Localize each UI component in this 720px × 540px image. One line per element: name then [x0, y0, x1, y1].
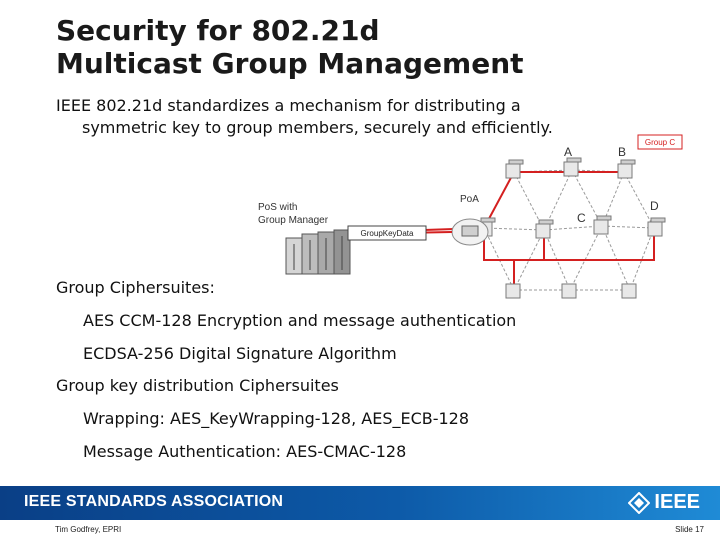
pos-label-line-2: Group Manager: [258, 215, 329, 226]
footer-author: Tim Godfrey, EPRI: [55, 525, 122, 534]
server-icon: [285, 229, 351, 275]
bullet-aes-ccm: AES CCM-128 Encryption and message authe…: [83, 311, 517, 330]
group-c-label: Group C: [645, 138, 675, 147]
intro-paragraph: IEEE 802.21d standardizes a mechanism fo…: [56, 95, 636, 139]
title-line-1: Security for 802.21d: [56, 14, 380, 47]
node-c-label: C: [577, 211, 586, 225]
org-name: IEEE STANDARDS ASSOCIATION: [24, 493, 284, 510]
group-key-data-box: [347, 225, 427, 241]
intro-line-1: IEEE 802.21d standardizes a mechanism fo…: [56, 96, 521, 115]
ieee-logo: IEEE: [628, 491, 700, 514]
poa-label: PoA: [460, 194, 479, 205]
poa-cloud-icon: [451, 218, 489, 246]
intro-line-2: symmetric key to group members, securely…: [82, 118, 553, 137]
network-nodes: [477, 157, 666, 299]
footer-bar: IEEE STANDARDS ASSOCIATION IEEE: [0, 486, 720, 520]
node-b-label: B: [618, 145, 626, 159]
node-d-label: D: [650, 199, 659, 213]
group-key-data-label: GroupKeyData: [361, 229, 414, 238]
group-c-tag: [637, 134, 683, 150]
pos-label-line-1: PoS with: [258, 202, 297, 213]
multicast-network-diagram: GroupKeyData PoS with Group Manager PoA …: [258, 134, 683, 299]
bullet-ecdsa: ECDSA-256 Digital Signature Algorithm: [83, 344, 397, 363]
bullet-group-ciphersuites: Group Ciphersuites:: [56, 278, 215, 297]
bullet-message-auth: Message Authentication: AES-CMAC-128: [83, 442, 407, 461]
bullet-key-distribution: Group key distribution Ciphersuites: [56, 376, 339, 395]
mesh-links: [483, 169, 655, 291]
slide-number: Slide 17: [675, 525, 704, 534]
ieee-logo-text: IEEE: [654, 491, 700, 513]
ieee-diamond-icon: [628, 491, 651, 514]
slide-title: Security for 802.21d Multicast Group Man…: [56, 14, 524, 80]
title-line-2: Multicast Group Management: [56, 47, 524, 80]
node-a-label: A: [564, 145, 572, 159]
bullet-wrapping: Wrapping: AES_KeyWrapping-128, AES_ECB-1…: [83, 409, 470, 428]
